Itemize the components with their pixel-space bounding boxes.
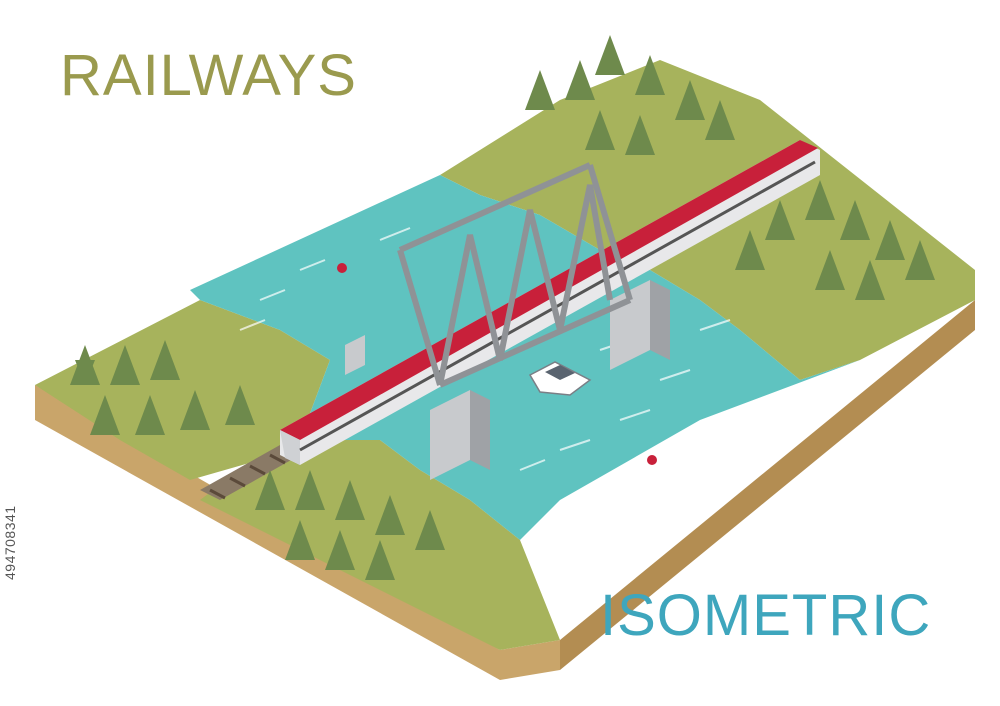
soil-front-left	[35, 385, 560, 680]
headline-bottom: ISOMETRIC	[600, 583, 932, 648]
headline-top: RAILWAYS	[60, 43, 357, 108]
grass-left-bank	[35, 300, 560, 650]
buoy	[337, 263, 657, 465]
river	[190, 175, 860, 540]
boat	[528, 361, 592, 396]
bridge-piers	[345, 280, 670, 480]
soil-front-right	[560, 300, 975, 670]
pine-trees	[70, 35, 935, 580]
water-ripples	[239, 227, 731, 471]
truss-bridge	[397, 162, 633, 388]
stock-id-watermark: 494708341	[2, 505, 18, 580]
